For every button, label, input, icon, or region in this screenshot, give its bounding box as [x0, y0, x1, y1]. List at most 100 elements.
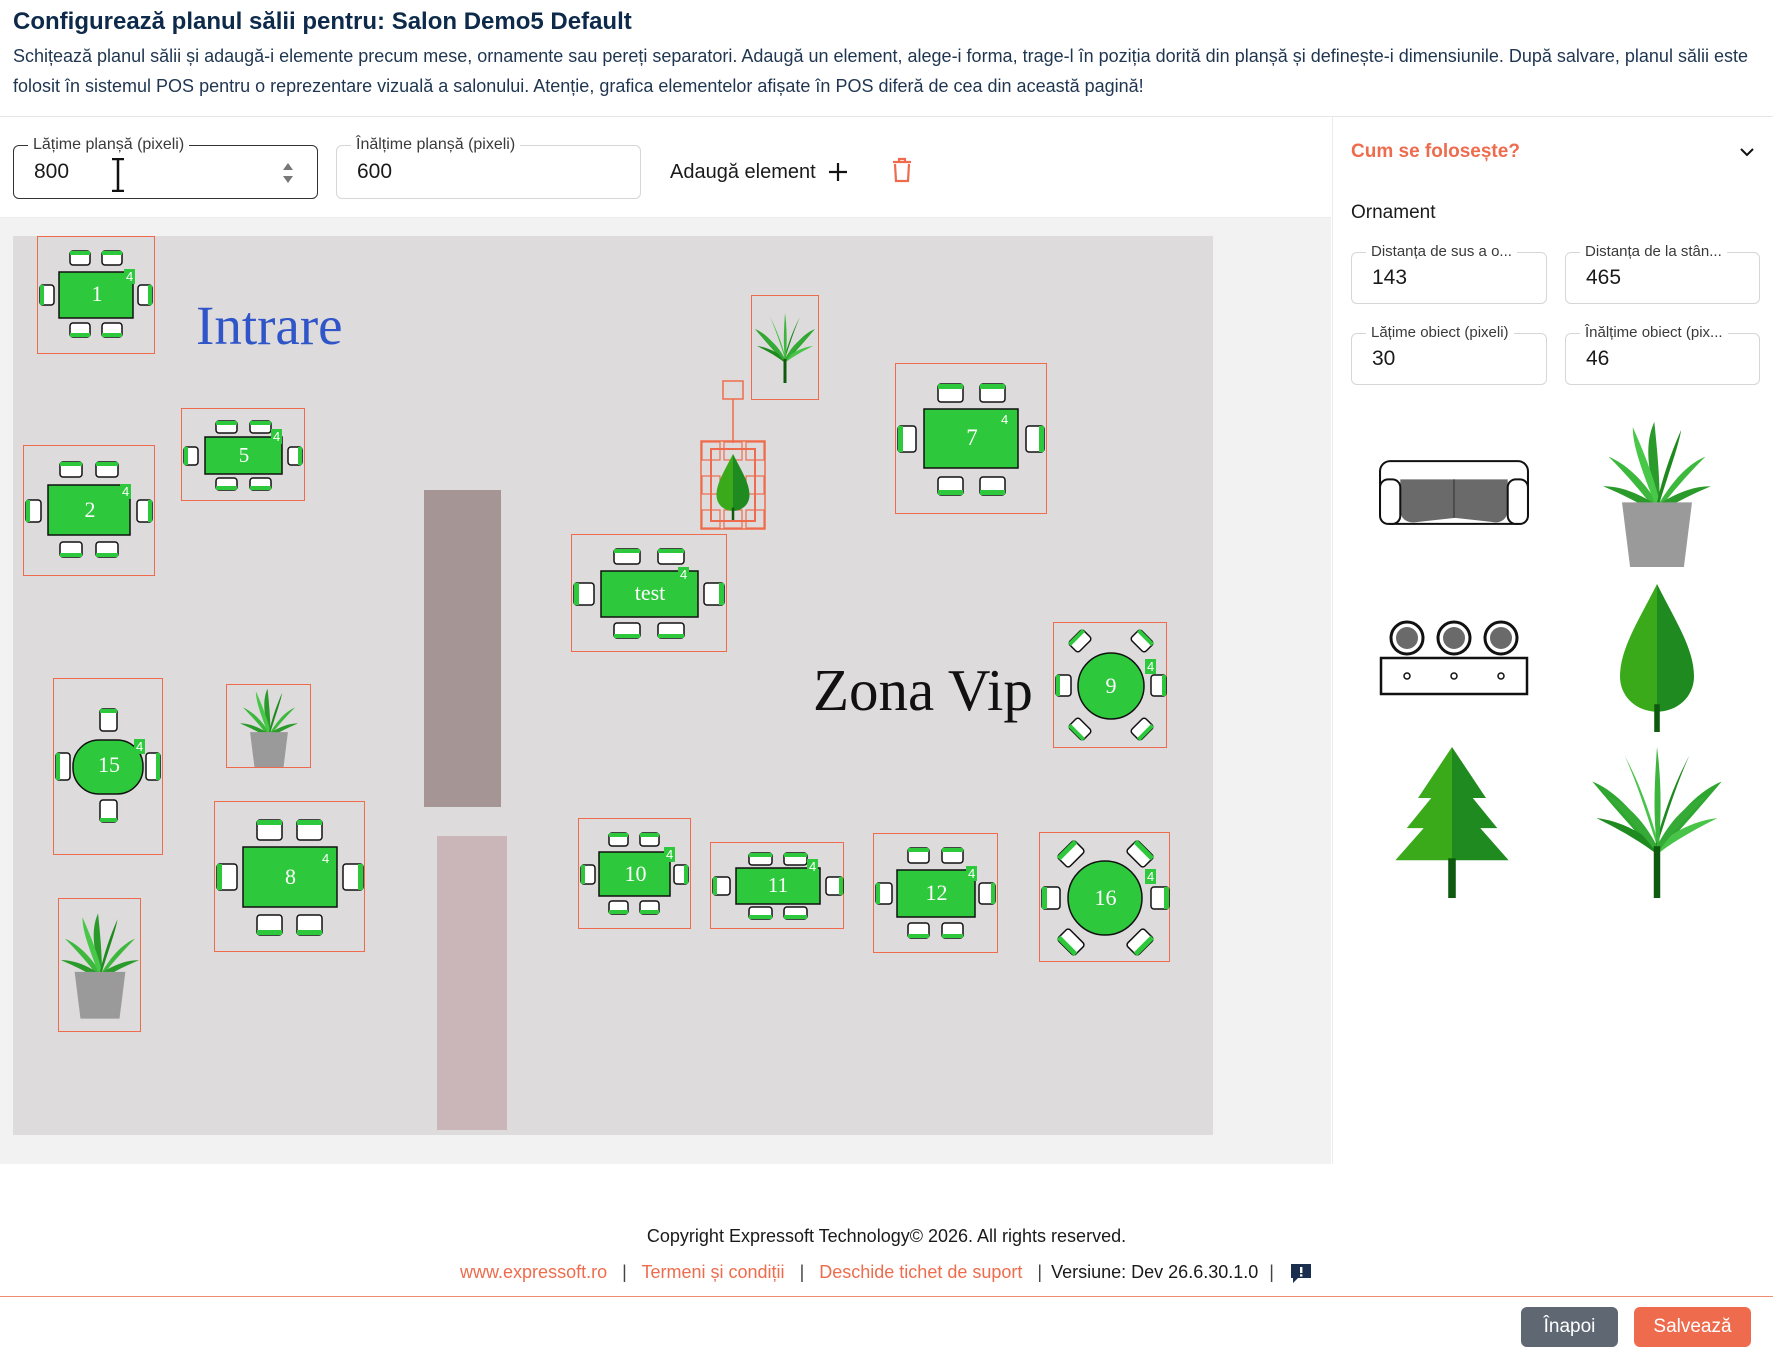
chevron-down-icon[interactable]	[1740, 147, 1754, 157]
table-11[interactable]: 11 4	[710, 842, 844, 929]
distance-left-label: Distanța de la stân...	[1580, 243, 1727, 260]
number-spinner-icon[interactable]	[283, 162, 293, 184]
version-text: Versiune: Dev 26.6.30.1.0	[1051, 1262, 1259, 1282]
footer-links: www.expressoft.ro | Termeni și condiții …	[0, 1262, 1773, 1284]
label-entrance[interactable]: Intrare	[196, 295, 343, 356]
table-number: 11	[767, 873, 789, 897]
page-title: Configurează planul sălii pentru: Salon …	[13, 8, 632, 35]
seats-badge: 4	[134, 739, 146, 754]
table-9[interactable]: 9 4	[1053, 622, 1167, 748]
seats-badge: 4	[966, 866, 978, 881]
table-shape	[875, 847, 996, 939]
page-description: Schițează planul sălii și adaugă-i eleme…	[13, 46, 1748, 96]
add-element-label: Adaugă element	[670, 160, 816, 183]
table-16[interactable]: 16 4	[1039, 832, 1170, 962]
canvas-width-label: Lățime planșă (pixeli)	[28, 136, 190, 154]
feedback-icon[interactable]	[1289, 1262, 1313, 1284]
table-10[interactable]: 10 4	[578, 818, 691, 929]
distance-left-input[interactable]: Distanța de la stân... 465	[1565, 243, 1760, 304]
distance-left-value: 465	[1586, 266, 1622, 289]
text-cursor-icon	[112, 158, 124, 192]
bar-counter-icon[interactable]	[1378, 618, 1530, 698]
table-number: 2	[84, 497, 96, 522]
section-title: Ornament	[1351, 202, 1436, 223]
tree-icon	[713, 454, 753, 520]
pine-tree-icon[interactable]	[1390, 747, 1514, 898]
label-vip-zone[interactable]: Zona Vip	[813, 657, 1033, 723]
page-header: Configurează planul sălii pentru: Salon …	[0, 0, 1773, 117]
ornament-potted-plant[interactable]	[58, 898, 141, 1032]
table-1[interactable]: 1 4	[37, 236, 155, 354]
potted-plant-icon	[61, 901, 139, 1029]
floor-plan-canvas[interactable]: Intrare Zona Vip 1 4 2 4	[13, 236, 1213, 1135]
seats-badge: 4	[271, 429, 283, 444]
save-button[interactable]: Salvează	[1634, 1307, 1751, 1347]
canvas-height-value: 600	[357, 160, 393, 183]
separator-wall[interactable]	[424, 490, 501, 807]
object-height-label: Înălțime obiect (pix...	[1580, 324, 1728, 341]
link-support-ticket[interactable]: Deschide tichet de suport	[819, 1262, 1023, 1282]
object-height-input[interactable]: Înălțime obiect (pix... 46	[1565, 324, 1760, 385]
object-height-value: 46	[1586, 347, 1610, 370]
seats-badge: 4	[320, 851, 332, 866]
table-shape	[39, 250, 153, 338]
canvas-width-value: 800	[34, 160, 70, 183]
table-shape	[712, 852, 844, 920]
potted-plant-icon	[229, 687, 309, 767]
seats-badge: 4	[999, 412, 1011, 427]
table-shape	[580, 832, 689, 915]
canvas-height-label: Înălțime planșă (pixeli)	[351, 136, 521, 154]
seats-badge: 4	[120, 484, 132, 499]
table-number: 1	[91, 281, 103, 306]
seats-badge: 4	[124, 269, 136, 284]
table-shape	[183, 420, 303, 491]
table-number: 8	[285, 864, 296, 889]
table-number: 12	[925, 880, 948, 905]
table-number: 7	[966, 425, 978, 450]
table-8[interactable]: 8 4	[214, 801, 365, 952]
seats-badge: 4	[807, 859, 819, 874]
ornament-potted-plant[interactable]	[226, 684, 311, 768]
ornament-palm[interactable]	[751, 295, 819, 400]
table-7[interactable]: 7 4	[895, 363, 1047, 514]
table-test[interactable]: test 4	[571, 534, 727, 652]
seats-badge: 4	[678, 567, 690, 582]
delete-icon[interactable]	[891, 157, 913, 183]
table-number: 5	[238, 443, 250, 467]
distance-top-input[interactable]: Distanța de sus a o... 143	[1351, 243, 1547, 304]
link-terms[interactable]: Termeni și condiții	[641, 1262, 785, 1282]
table-number: 9	[1105, 673, 1117, 698]
object-width-input[interactable]: Lățime obiect (pixeli) 30	[1351, 324, 1547, 385]
table-2[interactable]: 2 4	[23, 445, 155, 576]
plus-icon	[828, 163, 847, 181]
table-12[interactable]: 12 4	[873, 833, 998, 953]
copyright: Copyright Expressoft Technology© 2026. A…	[646, 1226, 1127, 1246]
seats-badge: 4	[1145, 659, 1157, 674]
table-number: 16	[1094, 885, 1117, 910]
palm-icon[interactable]	[1592, 747, 1722, 898]
add-element-button[interactable]: Adaugă element	[670, 158, 848, 186]
table-shape	[1041, 839, 1170, 957]
table-number: 10	[624, 861, 647, 886]
table-shape	[25, 461, 153, 558]
potted-plant-icon[interactable]	[1596, 419, 1718, 567]
separator-wall[interactable]	[437, 836, 507, 1130]
table-5[interactable]: 5 4	[181, 408, 305, 501]
canvas-height-input[interactable]: Înălțime planșă (pixeli) 600	[336, 136, 641, 199]
selected-ornament-handles[interactable]	[700, 380, 766, 531]
tree-icon[interactable]	[1620, 583, 1694, 733]
canvas-width-input[interactable]: Lățime planșă (pixeli) 800	[13, 136, 318, 199]
distance-top-label: Distanța de sus a o...	[1366, 243, 1517, 260]
back-button[interactable]: Înapoi	[1521, 1307, 1618, 1347]
distance-top-value: 143	[1372, 266, 1408, 289]
how-to-use-toggle[interactable]: Cum se folosește?	[1351, 141, 1520, 162]
table-15[interactable]: 15 4	[53, 678, 163, 855]
link-website[interactable]: www.expressoft.ro	[460, 1262, 608, 1282]
sofa-icon[interactable]	[1378, 459, 1530, 526]
object-width-label: Lățime obiect (pixeli)	[1366, 324, 1514, 341]
object-width-value: 30	[1372, 347, 1396, 370]
seats-badge: 4	[1145, 869, 1157, 884]
table-shape	[55, 708, 161, 823]
table-shape	[1055, 628, 1167, 742]
table-number: 15	[98, 752, 120, 777]
